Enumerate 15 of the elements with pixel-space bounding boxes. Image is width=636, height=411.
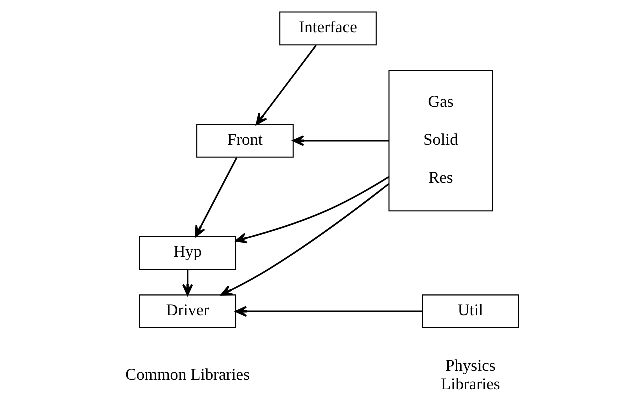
label: Common Libraries [126,365,250,384]
arrow [220,183,390,296]
node-box: Driver [139,294,237,328]
arrow [292,136,390,146]
arrow [182,270,194,296]
node-box: Util [422,294,520,328]
arrow [195,157,238,238]
node-box: Hyp [139,236,237,270]
arrow [235,176,390,244]
node-box: Gas Solid Res [388,70,494,212]
arrow [256,45,317,126]
node-box: Interface [280,12,377,46]
arrow [235,306,422,318]
label: Physics Libraries [441,356,500,394]
node-box: Front [196,124,294,158]
